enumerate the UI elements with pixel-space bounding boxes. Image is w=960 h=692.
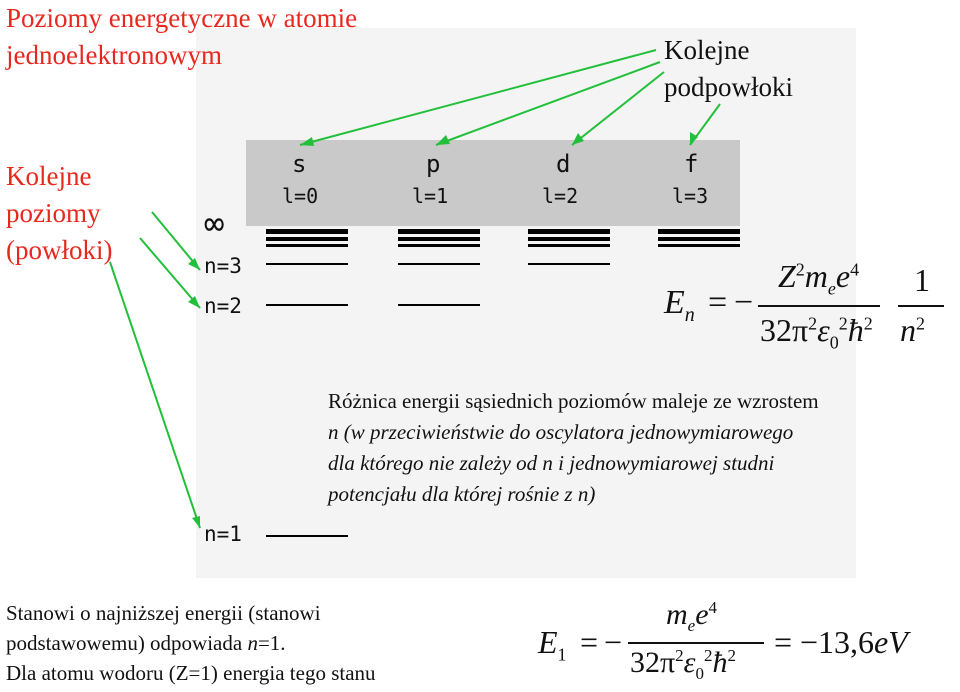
formula-general-eq: = — [708, 284, 728, 321]
formula-ground-numerator: mee4 — [666, 598, 718, 635]
formula-ground-denominator: 32π2ε02ħ2 — [630, 646, 736, 683]
formula-general-frac2-den: n2 — [900, 312, 925, 348]
shells-label: Kolejne poziomy (powłoki) — [6, 158, 112, 269]
callout-line-2: podpowłoki — [664, 72, 794, 102]
n1-label: n=1 — [204, 522, 242, 546]
diagram-panel — [196, 28, 856, 578]
formula-general-lhs: En — [664, 284, 695, 326]
formula-ground-result: −13,6eV — [800, 624, 908, 660]
note-line-3: dla którego nie zależy od n i jednowymia… — [328, 451, 775, 475]
level-band-d — [528, 229, 610, 247]
subshell-header-band — [246, 140, 740, 226]
level-band-p — [398, 229, 480, 247]
subshell-f-l: l=3 — [672, 184, 709, 208]
subshell-s-letter: s — [292, 150, 307, 178]
title-line-1: Poziomy energetyczne w atomie — [6, 3, 358, 33]
formula-ground-eq: = — [580, 624, 599, 660]
title-line-2: jednoelektronowym — [6, 40, 222, 70]
subshell-p-letter: p — [426, 150, 441, 178]
subshell-p-l: l=1 — [412, 184, 449, 208]
shells-label-line-2: poziomy — [6, 198, 101, 228]
subshell-d-l: l=2 — [542, 184, 579, 208]
formula-general-denominator: 32π2ε02ħ2 — [760, 312, 873, 353]
level-band-f — [658, 229, 740, 247]
ground-text-line-1: Stanowi o najniższej energii (stanowi — [6, 601, 321, 625]
n2-label: n=2 — [204, 294, 242, 318]
note-line-4: potencjału dla której rośnie z n) — [328, 482, 596, 506]
callout-arrowheads — [300, 132, 698, 146]
subshells-callout: Kolejne podpowłoki — [664, 32, 793, 106]
shells-arrows — [109, 211, 201, 529]
note-line-1: Różnica energii sąsiednich poziomów male… — [328, 389, 819, 413]
subshell-f-letter: f — [684, 150, 699, 178]
formula-general-numerator: Z2mee4 — [778, 258, 860, 299]
slide-title: Poziomy energetyczne w atomie jednoelekt… — [6, 0, 357, 74]
shells-label-line-1: Kolejne — [6, 161, 92, 191]
formula-ground-eq2: = — [774, 624, 793, 660]
formula-general-minus: − — [734, 284, 754, 321]
subshell-d-letter: d — [556, 150, 571, 178]
callout-line-1: Kolejne — [664, 35, 750, 65]
formula-ground-lhs: E1 — [538, 624, 567, 665]
n3-label: n=3 — [204, 254, 242, 278]
subshell-s-l: l=0 — [282, 184, 319, 208]
ground-state-text: Stanowi o najniższej energii (stanowi po… — [6, 598, 376, 688]
ground-text-line-2: podstawowemu) odpowiada n=1. — [6, 631, 286, 655]
formula-general-frac2-num: 1 — [914, 262, 930, 298]
formula-ground-minus: − — [604, 624, 623, 660]
shells-arrowheads — [188, 258, 200, 528]
shells-label-line-3: (powłoki) — [6, 235, 113, 265]
note-line-2: n (w przeciwieństwie do oscylatora jedno… — [328, 420, 794, 444]
callout-arrows — [299, 49, 721, 146]
infinity-label: ∞ — [204, 204, 225, 244]
ground-text-line-3: Dla atomu wodoru (Z=1) energia tego stan… — [6, 661, 376, 685]
level-band-s — [266, 229, 348, 247]
energy-difference-note: Różnica energii sąsiednich poziomów male… — [328, 386, 958, 510]
